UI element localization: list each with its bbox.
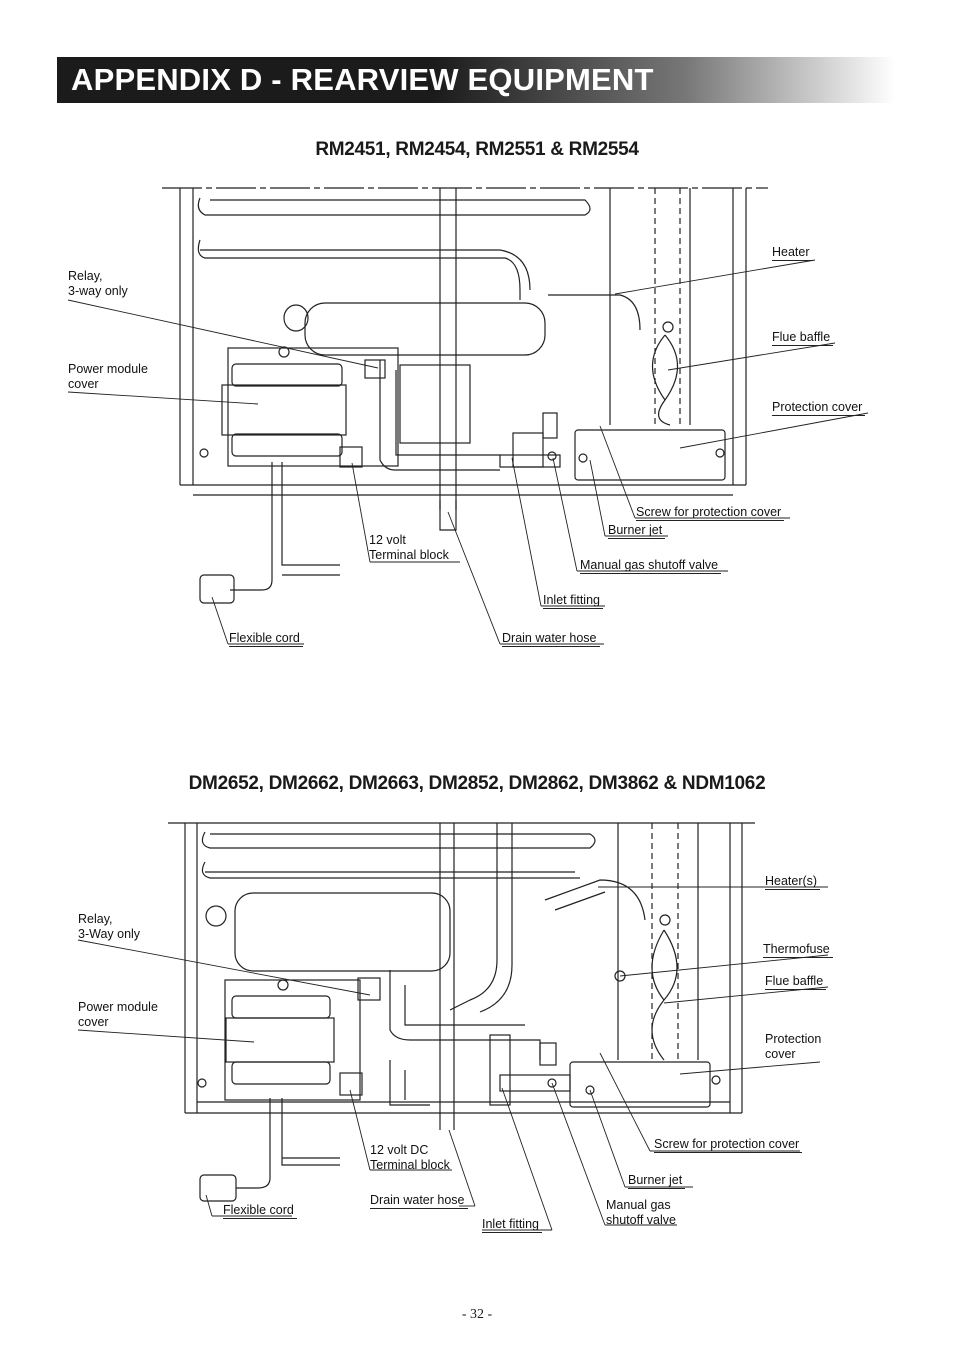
label-relay: Relay, 3-way only	[68, 269, 128, 298]
label-heater: Heater	[772, 245, 813, 261]
label-screw-protection-cover: Screw for protection cover	[636, 505, 785, 521]
label-inlet-fitting: Inlet fitting	[482, 1217, 542, 1233]
label-manual-gas-valve: Manual gas shutoff valve	[606, 1198, 676, 1227]
label-protection-cover: Protection cover	[765, 1032, 822, 1061]
section2-heading: DM2652, DM2662, DM2663, DM2852, DM2862, …	[188, 773, 766, 794]
page-number: - 32 -	[461, 1307, 493, 1322]
label-flexible-cord: Flexible cord	[229, 631, 303, 647]
label-thermofuse: Thermofuse	[763, 942, 833, 958]
label-terminal-block: 12 volt DC Terminal block	[370, 1143, 450, 1172]
page-title: APPENDIX D - REARVIEW EQUIPMENT	[71, 62, 654, 97]
label-flue-baffle: Flue baffle	[765, 974, 827, 990]
label-heaters: Heater(s)	[765, 874, 821, 890]
label-relay: Relay, 3-Way only	[78, 912, 141, 941]
label-manual-gas-valve: Manual gas shutoff valve	[580, 558, 722, 574]
title-banner: APPENDIX D - REARVIEW EQUIPMENT	[57, 57, 895, 103]
section1-heading: RM2451, RM2454, RM2551 & RM2554	[315, 139, 639, 160]
label-drain-water-hose: Drain water hose	[502, 631, 600, 647]
section1-drawing	[67, 187, 869, 645]
section2-drawing	[77, 822, 829, 1231]
label-flexible-cord: Flexible cord	[223, 1203, 297, 1219]
label-power-module-cover: Power module cover	[68, 362, 148, 391]
label-terminal-block: 12 volt Terminal block	[369, 533, 449, 562]
label-protection-cover: Protection cover	[772, 400, 866, 416]
label-drain-water-hose: Drain water hose	[370, 1193, 468, 1209]
label-inlet-fitting: Inlet fitting	[543, 593, 603, 609]
label-power-module-cover: Power module cover	[78, 1000, 158, 1029]
label-burner-jet: Burner jet	[608, 523, 666, 539]
label-burner-jet: Burner jet	[628, 1173, 686, 1189]
label-flue-baffle: Flue baffle	[772, 330, 834, 346]
label-screw-protection-cover: Screw for protection cover	[654, 1137, 803, 1153]
